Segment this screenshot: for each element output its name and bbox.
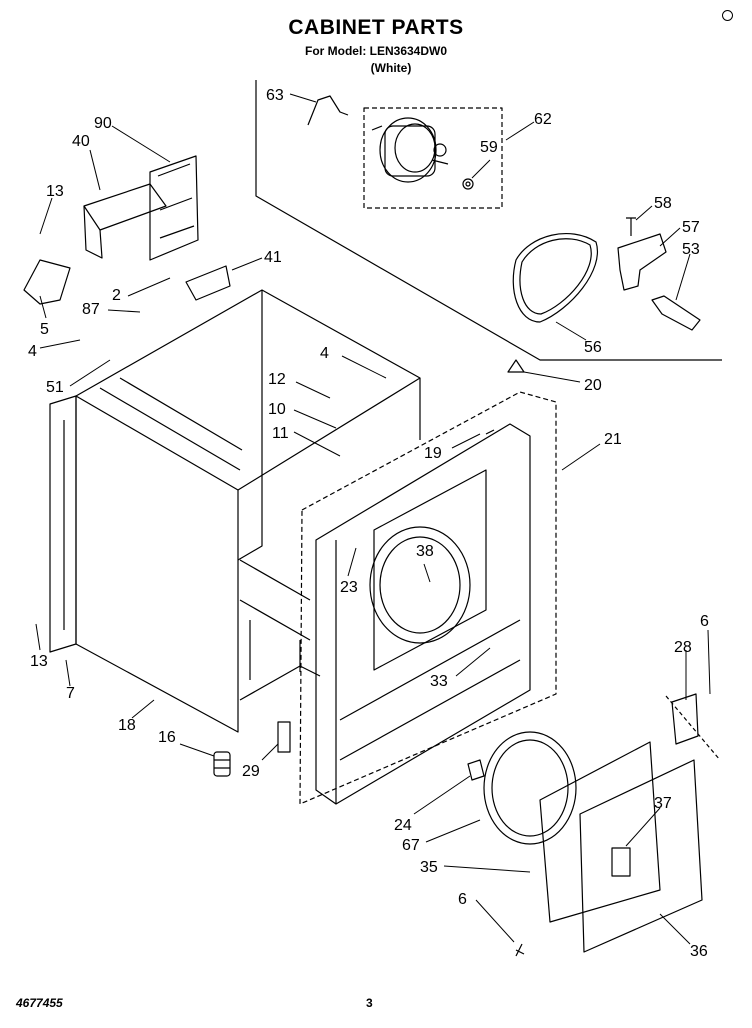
color-line: (White) xyxy=(370,61,412,75)
callout-59: 59 xyxy=(480,139,498,156)
cabinet-body-icon xyxy=(49,289,421,733)
callout-33: 33 xyxy=(430,673,448,690)
callout-10: 10 xyxy=(268,401,286,418)
callout-35: 35 xyxy=(420,859,438,876)
callout-57: 57 xyxy=(682,219,700,236)
callout-2: 2 xyxy=(112,287,121,304)
callout-18: 18 xyxy=(118,717,136,734)
door-handle-icon xyxy=(611,847,631,877)
clip-29-icon xyxy=(277,721,291,753)
front-panel-icon xyxy=(299,391,557,805)
callout-38: 38 xyxy=(416,543,434,560)
motor-clip-icon xyxy=(307,95,349,126)
corner-mark-icon xyxy=(722,10,733,21)
drive-motor-icon xyxy=(371,117,449,183)
callout-67: 67 xyxy=(402,837,420,854)
page-number: 3 xyxy=(366,996,373,1010)
callout-6: 6 xyxy=(700,613,709,630)
model-line: For Model: LEN3634DW0 xyxy=(304,44,448,58)
callout-28: 28 xyxy=(674,639,692,656)
hinge-bracket-icon xyxy=(671,693,699,745)
callout-37: 37 xyxy=(654,795,672,812)
callout-13b: 13 xyxy=(30,653,48,670)
door-outer-panel-icon xyxy=(579,759,703,953)
callout-23: 23 xyxy=(340,579,358,596)
bracket-5-icon xyxy=(23,259,71,305)
callout-4: 4 xyxy=(28,343,37,360)
callout-19: 19 xyxy=(424,445,442,462)
idler-bracket-icon xyxy=(617,233,667,291)
screw-58-icon xyxy=(626,217,636,236)
callout-53: 53 xyxy=(682,241,700,258)
callout-7: 7 xyxy=(66,685,75,702)
callout-63: 63 xyxy=(266,87,284,104)
callout-5: 5 xyxy=(40,321,49,338)
idler-pulley-icon xyxy=(651,295,701,331)
motor-inset-outline xyxy=(255,80,722,361)
terminal-block-icon xyxy=(83,155,199,261)
callout-41: 41 xyxy=(264,249,282,266)
screw-6-icon xyxy=(515,943,525,957)
callout-58: 58 xyxy=(654,195,672,212)
callout-21: 21 xyxy=(604,431,622,448)
callout-87: 87 xyxy=(82,301,100,318)
callout-62: 62 xyxy=(534,111,552,128)
motor-dashed-box xyxy=(363,107,503,209)
callout-20: 20 xyxy=(584,377,602,394)
bracket-41-icon xyxy=(185,265,231,301)
callout-16: 16 xyxy=(158,729,176,746)
callout-24: 24 xyxy=(394,817,412,834)
callout-40: 40 xyxy=(72,133,90,150)
page-title: CABINET PARTS xyxy=(288,16,464,39)
callout-51: 51 xyxy=(46,379,64,396)
door-inner-panel-icon xyxy=(539,741,661,923)
leveling-leg-icon xyxy=(213,751,231,777)
callout-90: 90 xyxy=(94,115,112,132)
drive-belt-icon xyxy=(512,232,598,323)
callout-6b: 6 xyxy=(458,891,467,908)
catch-24-icon xyxy=(467,759,485,781)
callout-29: 29 xyxy=(242,763,260,780)
foot-20-icon xyxy=(507,359,525,373)
callout-4b: 4 xyxy=(320,345,329,362)
callout-56: 56 xyxy=(584,339,602,356)
door-seal-icon xyxy=(483,731,577,845)
pulley-icon xyxy=(462,178,474,190)
callout-12: 12 xyxy=(268,371,286,388)
callout-36: 36 xyxy=(690,943,708,960)
document-id: 4677455 xyxy=(16,996,63,1010)
callout-13: 13 xyxy=(46,183,64,200)
callout-11: 11 xyxy=(272,425,289,442)
